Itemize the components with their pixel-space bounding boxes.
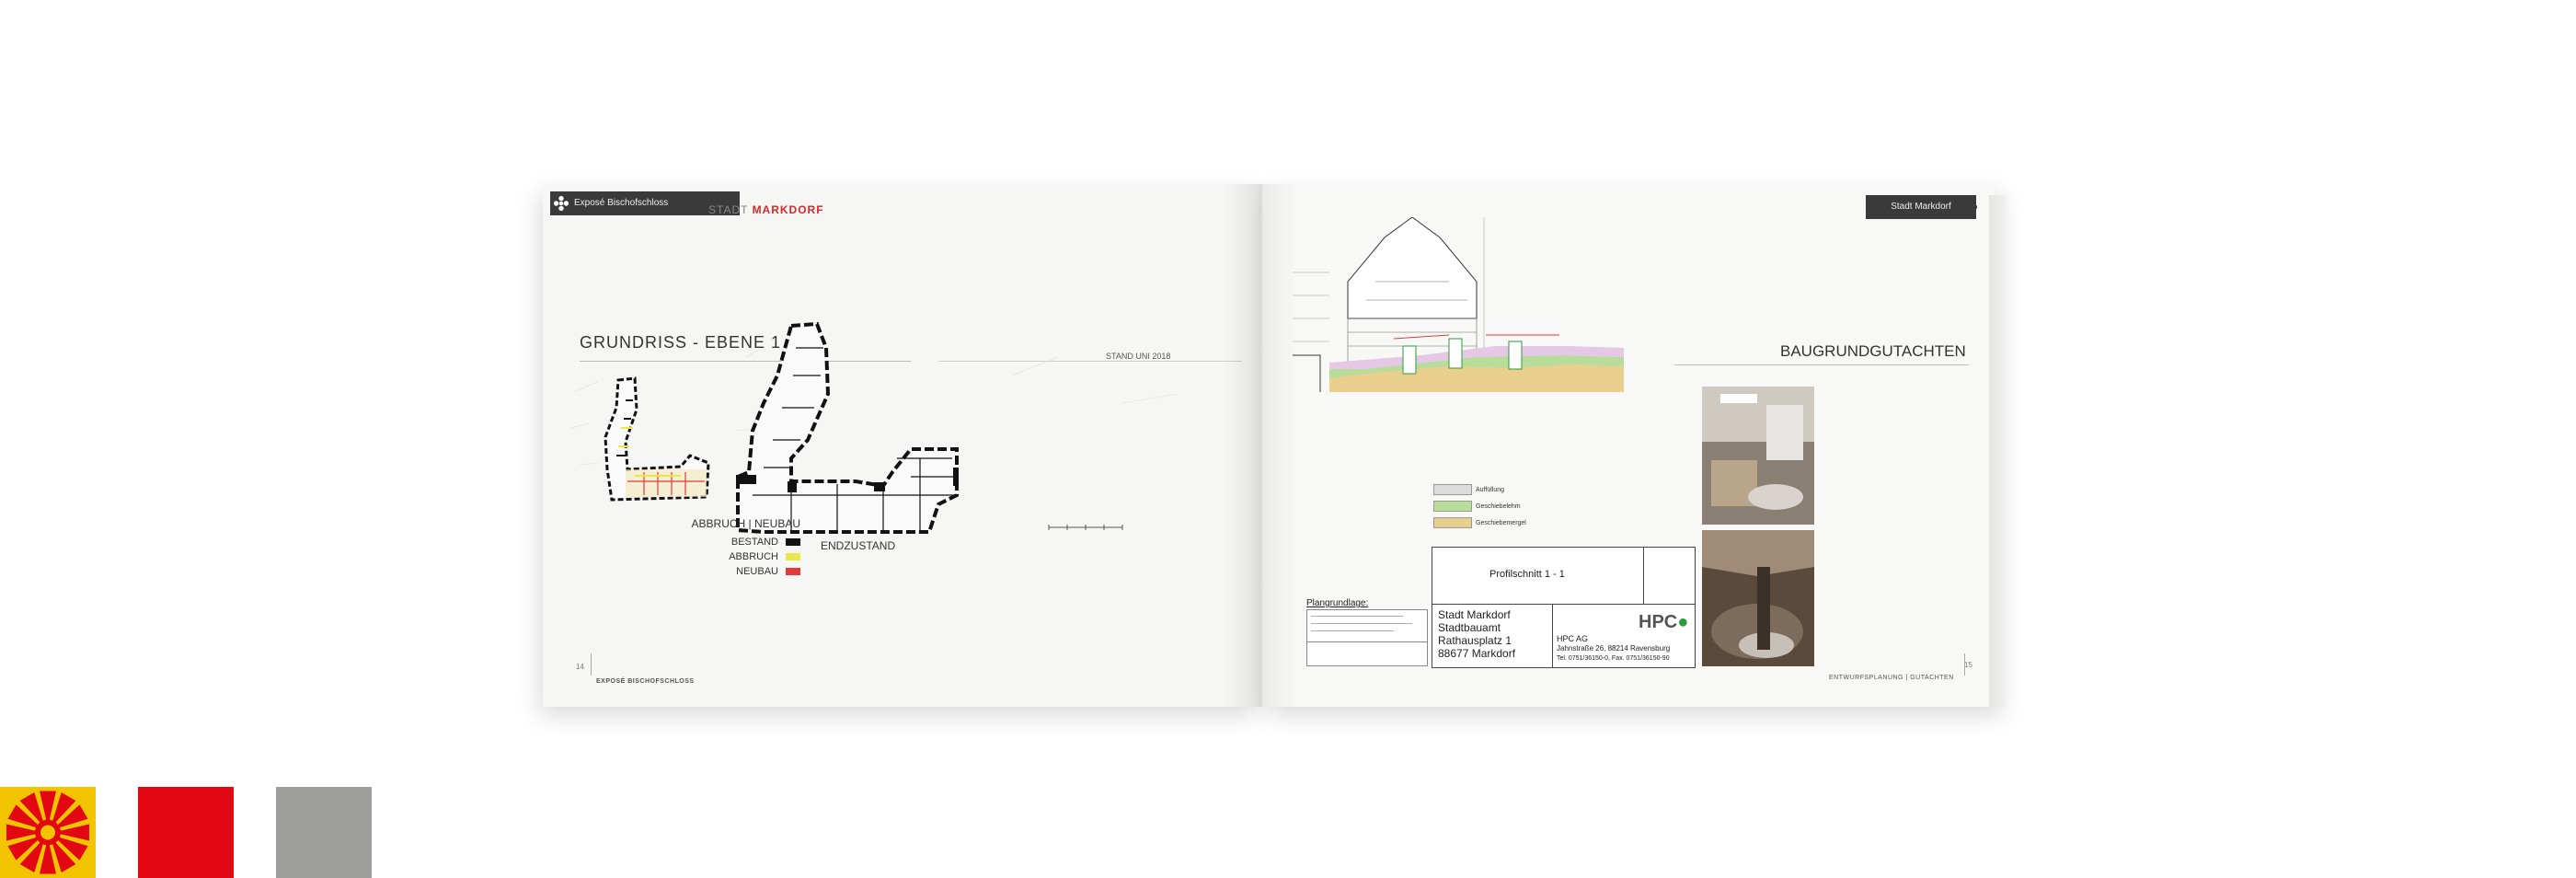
site-photo-1 <box>1702 387 1814 525</box>
red-square <box>138 787 234 878</box>
site-photo-2 <box>1702 530 1814 666</box>
heading-rule <box>580 361 911 362</box>
client-line: Stadt Markdorf <box>1438 608 1511 621</box>
heading-rule-right <box>1674 364 1969 365</box>
left-page-tag-label: Exposé Bischofschloss <box>574 198 669 208</box>
title-block-bottom: Stadt Markdorf Stadtbauamt Rathausplatz … <box>1432 604 1696 668</box>
emblem-icon <box>0 787 96 878</box>
cross-section-drawing <box>1293 217 1624 392</box>
grey-square <box>276 787 372 878</box>
left-page: Exposé Bischofschloss STADT MARKDORF GRU… <box>543 184 1260 707</box>
legend-title: ABBRUCH | NEUBAU <box>691 517 800 530</box>
legend-swatch <box>786 553 800 561</box>
page-number-left: 14 <box>576 663 584 671</box>
floor-plan-small <box>570 376 710 502</box>
flower-icon <box>553 195 569 212</box>
page-number-right: 15 <box>1964 661 1972 669</box>
hpc-logo: HPC● <box>1639 612 1689 632</box>
legend-item-neubau: NEUBAU <box>690 566 800 577</box>
client-line: Stadtbauamt <box>1438 621 1501 634</box>
floor-plan-heading: GRUNDRISS - EBENE 1 <box>580 333 782 352</box>
client-line: 88677 Markdorf <box>1438 647 1516 660</box>
floor-plan-large <box>736 321 1179 551</box>
soil-legend-item: Auffüllung <box>1433 484 1526 495</box>
footer-left: EXPOSÉ BISCHOFSCHLOSS <box>596 678 695 685</box>
soil-legend-item: Geschiebemergel <box>1433 517 1526 528</box>
title-block-main: Profilschnitt 1 - 1 <box>1432 547 1645 606</box>
soil-legend-item: Geschiebelehm <box>1433 501 1526 512</box>
soil-legend: Auffüllung Geschiebelehm Geschiebemergel <box>1433 484 1526 528</box>
footer-right: ENTWURFSPLANUNG | GUTACHTEN <box>1829 675 1954 681</box>
soil-report-heading: BAUGRUNDGUTACHTEN <box>1780 342 1966 360</box>
left-page-tag: Exposé Bischofschloss <box>550 191 740 215</box>
footer-divider <box>591 653 592 676</box>
right-page-tag: Stadt Markdorf <box>1866 195 1976 219</box>
profile-title: Profilschnitt 1 - 1 <box>1489 569 1565 580</box>
right-page-tag-label: Stadt Markdorf <box>1891 202 1951 212</box>
legend-item-bestand: BESTAND <box>690 537 800 548</box>
end-state-label: ENDZUSTAND <box>821 539 896 552</box>
brochure-spread: Exposé Bischofschloss STADT MARKDORF GRU… <box>543 184 2006 707</box>
client-line: Rathausplatz 1 <box>1438 634 1512 647</box>
firm-line: Tel. 0751/36150-0, Fax. 0751/36150-90 <box>1557 655 1670 662</box>
stand-label: STAND UNI 2018 <box>1106 352 1171 361</box>
legend-item-abbruch: ABBRUCH <box>690 551 800 562</box>
footer-divider-right <box>1964 653 1965 676</box>
flower-icon <box>1961 199 1978 215</box>
firm-line: Jahnstraße 26, 88214 Ravensburg <box>1557 644 1671 653</box>
title-block-dates <box>1643 547 1696 606</box>
plan-note-box <box>1306 609 1428 666</box>
legend-swatch <box>786 568 800 576</box>
city-logo: STADT MARKDORF <box>708 203 824 216</box>
page-edge <box>1989 195 2006 707</box>
firm-line: HPC AG <box>1557 634 1589 643</box>
plangrundlage-label: Plangrundlage: <box>1306 598 1369 608</box>
legend-swatch <box>786 538 800 547</box>
heading-rule-2 <box>938 361 1242 362</box>
